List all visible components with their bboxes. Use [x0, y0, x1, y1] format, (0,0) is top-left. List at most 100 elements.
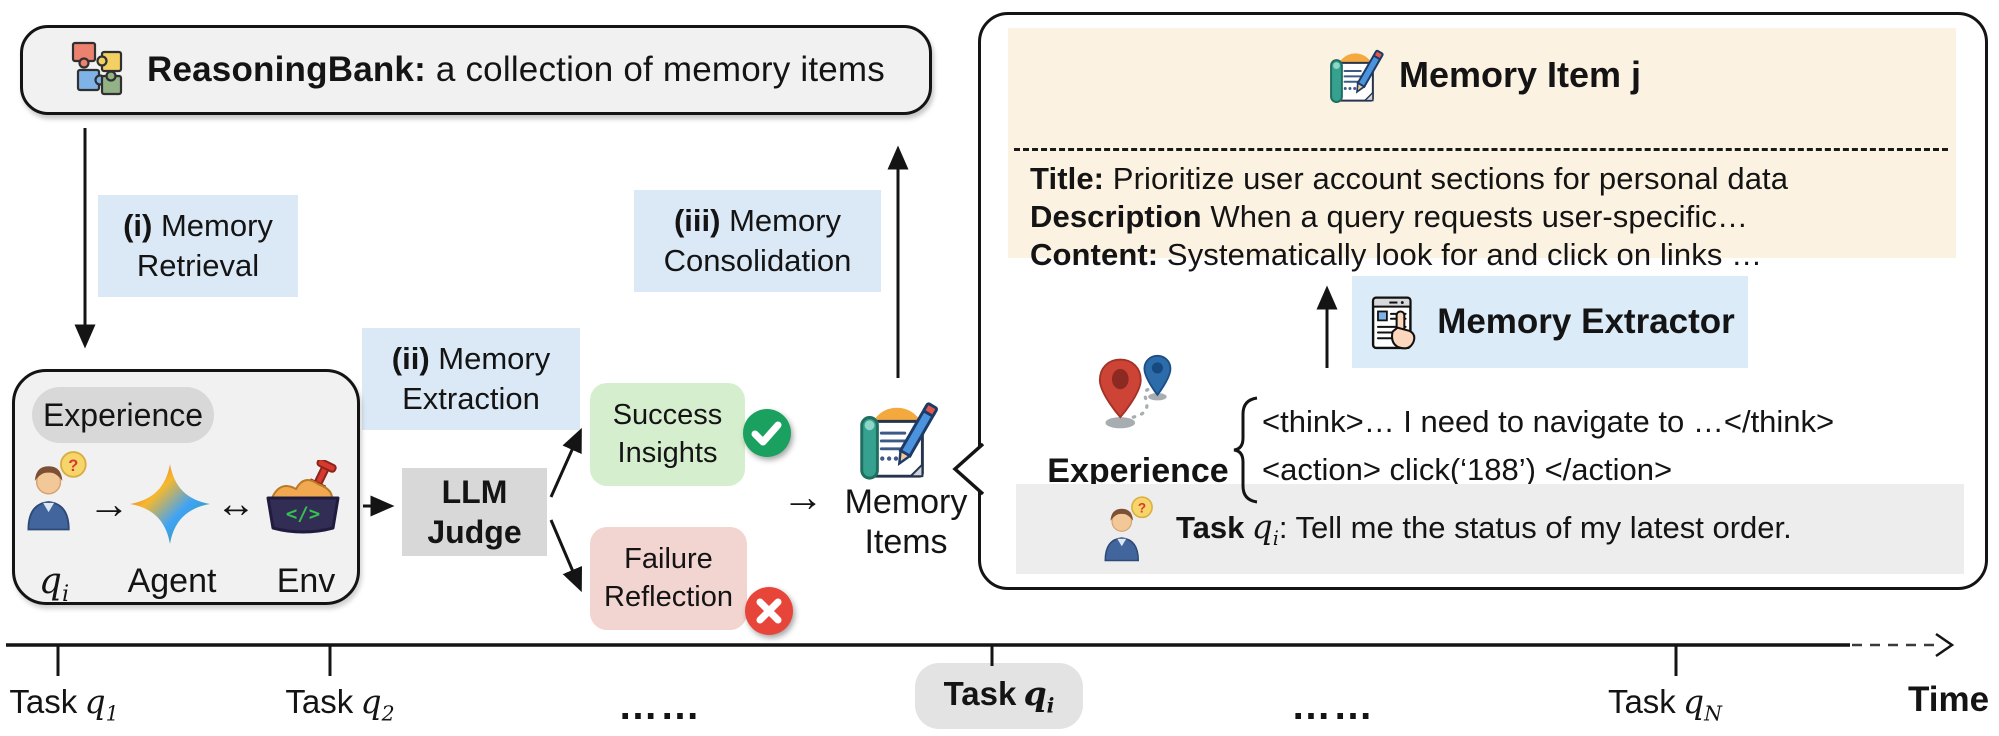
task-sub: i — [1046, 693, 1055, 718]
task-sub: 1 — [105, 701, 119, 726]
label-memory-consolidation: (iii) Memory Consolidation — [634, 190, 881, 292]
env-code-glyph: </> — [286, 503, 320, 525]
timeline-arrowhead — [1935, 632, 1955, 658]
memory-item-title: Memory Item j — [1398, 54, 1642, 95]
field-label-content: Content: — [1030, 237, 1159, 272]
memory-extractor-label: Memory Extractor — [1437, 302, 1735, 341]
step-number: (i) — [123, 207, 153, 243]
memory-item-title-row: Title: Prioritize user account sections … — [1030, 160, 1788, 198]
step-text: Memory — [429, 340, 551, 376]
question-mark: ? — [68, 457, 78, 475]
task-sub: 2 — [381, 701, 395, 726]
memory-item-desc-row: Description When a query requests user-s… — [1030, 198, 1788, 236]
arrow-user-to-agent: → — [88, 480, 130, 527]
agent-label: Agent — [127, 562, 217, 600]
env-label: Env — [276, 562, 336, 600]
memory-note-icon — [860, 402, 939, 480]
experience-pill-label: Experience — [42, 396, 204, 433]
label-memory-consolidation-line2: Consolidation — [663, 243, 852, 278]
success-insights-box: Success Insights — [590, 383, 745, 486]
step-number: (iii) — [673, 202, 721, 238]
llm-judge-line2: Judge — [427, 514, 522, 550]
memory-items-line1: Memory — [844, 483, 968, 521]
failure-line2: Reflection — [604, 580, 733, 613]
arrow-to-memory-items: → — [782, 473, 824, 520]
step-number: (ii) — [391, 340, 430, 376]
timeline-ellipsis-right: …… — [1291, 684, 1375, 728]
reasoningbank-title-bold: ReasoningBank: — [147, 50, 426, 89]
extractor-doc-icon — [1372, 296, 1416, 350]
arrow-agent-env-both: ↔ — [216, 482, 256, 526]
memory-note-icon — [1330, 49, 1384, 103]
task-q: q — [1023, 674, 1047, 714]
query-sub: i — [61, 581, 70, 608]
field-value-content: Systematically look for and click on lin… — [1158, 237, 1763, 272]
memory-items-label: Memory Items — [826, 482, 986, 562]
memory-extractor-box: Memory Extractor — [1352, 276, 1748, 368]
user-icon: ? — [1104, 496, 1153, 562]
task-q: q — [1683, 682, 1705, 721]
timeline-ellipsis-left: …… — [618, 684, 702, 728]
task-label: Task — [1176, 510, 1245, 546]
field-label-title: Title: — [1030, 161, 1105, 196]
query-label: qi — [39, 560, 69, 607]
timeline-ticks — [56, 645, 1678, 676]
llm-judge-line1: LLM — [441, 474, 508, 510]
experience-trace-label: Experience — [1047, 452, 1229, 490]
failure-line1: Failure — [624, 542, 713, 575]
task-word: Task — [285, 683, 354, 720]
agent-sparkle-icon — [130, 464, 210, 544]
task-word: Task — [943, 675, 1017, 713]
memory-items-line2: Items — [864, 523, 948, 562]
experience-pill: Experience — [32, 387, 214, 443]
field-value-description: When a query requests user-specific… — [1201, 199, 1749, 234]
task-word: Task — [9, 683, 78, 720]
llm-judge-box: LLM Judge — [402, 468, 547, 556]
think-trace-line: <think>… I need to navigate to …</think> — [1262, 404, 1835, 439]
user-icon: ? — [27, 451, 87, 531]
hand-click-icon — [1391, 310, 1416, 350]
failure-reflection-box: Failure Reflection — [590, 527, 747, 630]
check-icon — [743, 409, 791, 457]
task-word: Task — [1607, 683, 1676, 720]
task-text: : Tell me the status of my latest order. — [1278, 510, 1792, 546]
task-q-sub: i — [1272, 527, 1279, 551]
label-memory-extraction-line2: Extraction — [402, 381, 540, 416]
action-trace-line: <action> click(‘188’) </action> — [1262, 452, 1673, 487]
task-q: q — [1251, 507, 1273, 547]
success-line2: Insights — [617, 436, 718, 469]
step-text: Memory — [152, 207, 273, 243]
field-value-title: Prioritize user account sections for per… — [1104, 161, 1789, 196]
label-memory-retrieval-line1: (i) Memory — [123, 206, 273, 246]
reasoningbank-title-rest: a collection of memory items — [425, 50, 885, 89]
cross-icon — [745, 587, 793, 635]
memory-item-card: Memory Item j Title: Prioritize user acc… — [1008, 28, 1956, 272]
experience-pins-icon — [1098, 354, 1172, 429]
step-text: Memory — [720, 202, 842, 238]
label-memory-retrieval: (i) Memory Retrieval — [98, 195, 298, 297]
task-q: q — [360, 682, 382, 721]
reasoningbank-box: ReasoningBank: a collection of memory it… — [20, 25, 932, 115]
memory-item-content-row: Content: Systematically look for and cli… — [1030, 236, 1788, 274]
success-line1: Success — [612, 398, 723, 431]
label-memory-extraction-line1: (ii) Memory — [392, 339, 550, 379]
time-axis-label: Time — [1908, 680, 1990, 719]
task-sub: N — [1704, 701, 1723, 726]
label-memory-retrieval-line2: Retrieval — [136, 248, 260, 283]
memory-item-header: Memory Item j — [1008, 28, 1956, 122]
judge-to-success-arrow — [549, 427, 582, 498]
judge-to-failure-arrow — [549, 519, 583, 593]
env-sandbox-icon: </> — [266, 460, 340, 534]
question-mark: ? — [1138, 501, 1146, 516]
memory-item-fields: Title: Prioritize user account sections … — [1030, 160, 1788, 274]
dashed-separator — [1014, 148, 1948, 151]
label-memory-consolidation-line1: (iii) Memory — [674, 201, 841, 241]
field-label-description: Description — [1030, 199, 1202, 234]
